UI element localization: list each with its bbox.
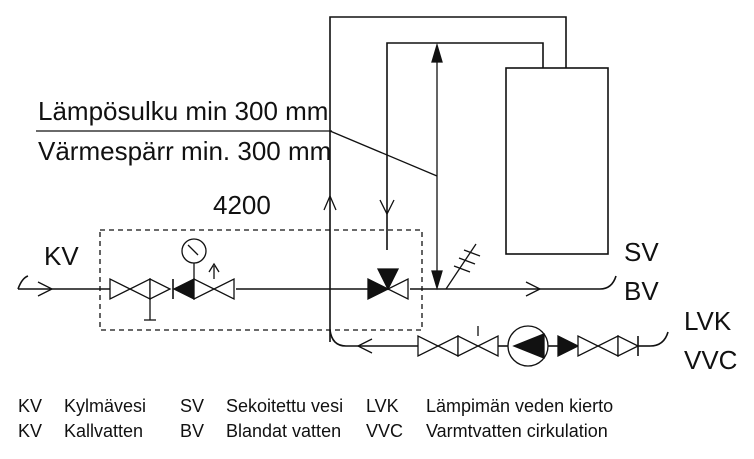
vent-hatch-3 xyxy=(463,249,481,257)
valve-group-enclosure xyxy=(99,229,423,331)
inlet-curve xyxy=(17,275,29,290)
return-valve-3 xyxy=(577,334,600,358)
legend: KV Kylmävesi SV Sekoitettu vesi LVK Lämp… xyxy=(18,396,613,441)
shutoff-valve-icon-b xyxy=(128,277,151,301)
legend-text: Lämpimän veden kierto xyxy=(426,396,613,416)
return-curve-left xyxy=(329,329,347,347)
down-flow-arrow xyxy=(379,199,395,216)
vent-hatch-2 xyxy=(458,257,476,265)
water-heater-tank xyxy=(505,67,609,255)
dimension-arrowhead-top xyxy=(431,42,443,63)
legend-abbr: KV xyxy=(18,421,42,441)
return-valve-2b xyxy=(476,334,499,358)
mixing-valve-right xyxy=(386,277,409,301)
dimension-arrowhead-bottom xyxy=(431,270,443,291)
outlet-curve xyxy=(599,275,617,290)
pump-arrow xyxy=(512,333,545,359)
label-leader xyxy=(329,130,438,177)
return-valve-1 xyxy=(417,334,440,358)
return-valve-3b xyxy=(596,334,619,358)
vent-stem xyxy=(445,243,477,290)
return-curve-right xyxy=(649,331,669,347)
relief-arrow-icon xyxy=(208,262,220,273)
insulation-label-fi: Lämpösulku min 300 mm xyxy=(38,96,328,126)
return-check-valve xyxy=(557,334,580,358)
insulation-label-sv: Värmespärr min. 300 mm xyxy=(38,136,331,166)
vent-hatch-1 xyxy=(453,265,471,273)
return-valve-2 xyxy=(457,334,480,358)
return-valve-4 xyxy=(617,334,640,358)
legend-text: Varmtvatten cirkulation xyxy=(426,421,608,441)
legend-abbr: VVC xyxy=(366,421,403,441)
legend-abbr: LVK xyxy=(366,396,399,416)
shutoff-valve-icon xyxy=(109,277,132,301)
riser-flow-arrow xyxy=(323,194,337,211)
lvk-label: LVK xyxy=(684,306,732,336)
vvc-label: VVC xyxy=(684,345,737,375)
outer-riser-pipe xyxy=(329,16,567,342)
kv-label: KV xyxy=(44,241,79,271)
mixing-valve-top xyxy=(376,268,400,291)
return-valve-1b xyxy=(436,334,459,358)
outlet-flow-arrow xyxy=(525,281,542,297)
legend-text: Blandat vatten xyxy=(226,421,341,441)
dimension-label: 4200 xyxy=(213,190,271,220)
legend-text: Kylmävesi xyxy=(64,396,146,416)
legend-abbr: BV xyxy=(180,421,204,441)
legend-text: Kallvatten xyxy=(64,421,143,441)
strainer-valve-icon xyxy=(149,277,172,301)
check-valve-icon xyxy=(172,277,195,301)
bv-label: BV xyxy=(624,276,659,306)
inner-riser-pipe xyxy=(386,42,544,250)
sv-label: SV xyxy=(624,237,659,267)
legend-abbr: SV xyxy=(180,396,204,416)
legend-abbr: KV xyxy=(18,396,42,416)
return-flow-arrow xyxy=(356,338,373,354)
legend-text: Sekoitettu vesi xyxy=(226,396,343,416)
pressure-valve-icon xyxy=(193,277,216,301)
gauge-needle xyxy=(187,244,199,256)
pressure-valve-icon-b xyxy=(212,277,235,301)
inlet-flow-arrow xyxy=(37,281,54,297)
mixing-valve-left xyxy=(367,277,390,301)
